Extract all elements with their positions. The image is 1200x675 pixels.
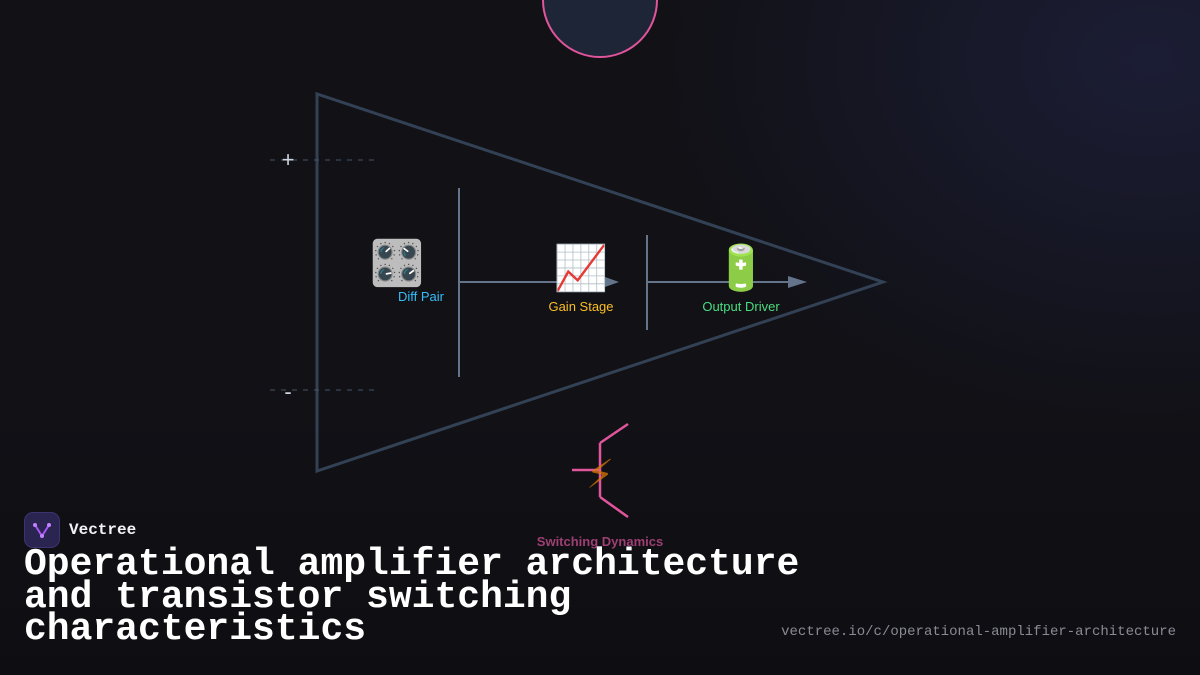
transistor-emitter <box>599 495 629 519</box>
page-url[interactable]: vectree.io/c/operational-amplifier-archi… <box>781 624 1176 640</box>
signal-arrow-1 <box>605 277 619 287</box>
diff-pair-label: Diff Pair <box>398 289 445 304</box>
op-amp-triangle <box>315 91 888 474</box>
inverting-input-symbol: - <box>284 379 291 404</box>
gain-stage-label: Gain Stage <box>548 299 613 314</box>
top-circle <box>542 0 658 58</box>
control-knobs-icon: 🎛️ <box>370 238 425 289</box>
page-title: Operational amplifier architecture and t… <box>24 543 800 651</box>
transistor-symbol: ⚡ Switching Dynamics <box>537 422 663 549</box>
output-arrow <box>788 276 807 288</box>
node-gain-stage: 📈 Gain Stage <box>548 243 613 314</box>
node-diff-pair: 🎛️ Diff Pair <box>370 238 445 304</box>
brand-name: Vectree <box>69 521 137 539</box>
lightning-icon: ⚡ <box>586 452 614 498</box>
battery-icon: 🔋 <box>714 243 769 294</box>
transistor-collector <box>599 422 629 445</box>
vectree-logo-icon <box>24 512 60 548</box>
output-driver-label: Output Driver <box>702 299 780 314</box>
switching-dynamics-label: Switching Dynamics <box>537 534 663 549</box>
brand: Vectree <box>24 512 136 548</box>
node-output-driver: 🔋 Output Driver <box>702 243 780 314</box>
chart-increasing-icon: 📈 <box>554 243 609 294</box>
non-inverting-input-symbol: + <box>282 147 295 172</box>
